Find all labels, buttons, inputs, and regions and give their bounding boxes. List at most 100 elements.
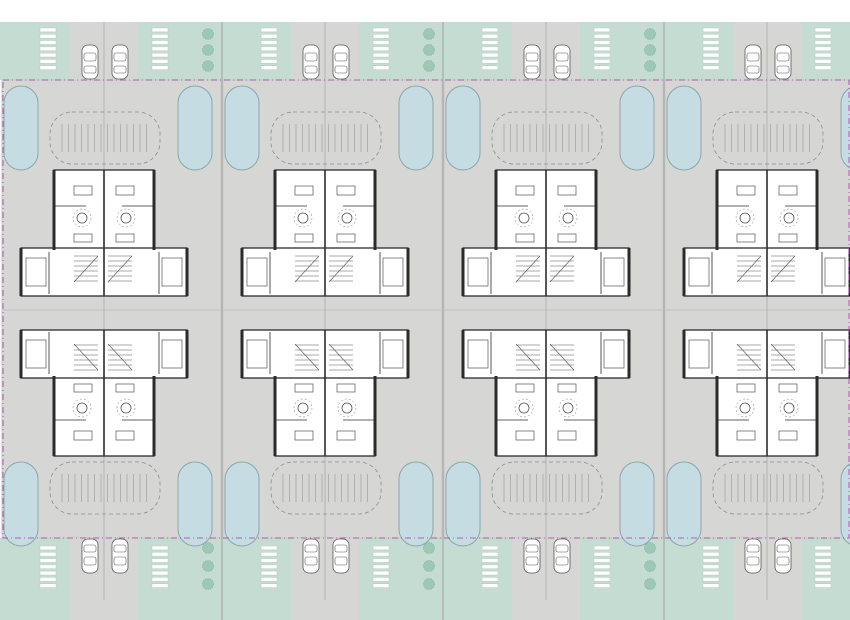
parking-top-left xyxy=(260,27,278,70)
car-body xyxy=(332,44,350,80)
staircase xyxy=(294,343,320,371)
parking-bottom-left xyxy=(481,545,499,588)
tree-icon xyxy=(423,560,435,572)
dining-chairs xyxy=(72,208,92,228)
parking-stripe xyxy=(372,583,390,588)
dining-table xyxy=(297,402,309,414)
parking-stripe xyxy=(372,545,390,551)
parking-stripe xyxy=(39,577,57,582)
sofa xyxy=(557,430,577,441)
pool-bottom xyxy=(177,461,213,547)
kitchen-counter xyxy=(294,233,314,243)
sofa xyxy=(294,185,314,196)
staircase xyxy=(736,343,762,371)
parking-stripe xyxy=(260,558,278,563)
parking-stripe xyxy=(702,46,720,51)
parking-stripe xyxy=(151,583,169,588)
parking-stripe xyxy=(260,65,278,70)
parking-stripe xyxy=(702,34,720,39)
parking-stripe xyxy=(372,558,390,563)
house-unit xyxy=(461,169,631,297)
kitchen-counter xyxy=(115,233,135,243)
parking-stripe xyxy=(260,40,278,45)
bed xyxy=(467,257,489,287)
dining-chairs xyxy=(779,398,799,418)
parking-stripe xyxy=(481,558,499,563)
parking-bottom-left xyxy=(260,545,278,588)
sofa xyxy=(73,185,93,196)
parking-stripe xyxy=(814,27,832,33)
parking-stripe xyxy=(260,46,278,51)
sofa xyxy=(294,430,314,441)
staircase xyxy=(770,255,796,283)
parking-stripe xyxy=(39,59,57,64)
site-overlay xyxy=(2,22,850,620)
sofa xyxy=(778,185,798,196)
car-icon xyxy=(111,44,129,80)
site-boundary xyxy=(2,79,850,539)
parking-stripe xyxy=(39,65,57,70)
parking-bottom-right xyxy=(593,545,611,588)
parking-stripe xyxy=(702,577,720,582)
car-rear-window xyxy=(304,65,318,74)
parking-stripe xyxy=(481,40,499,45)
stair-run xyxy=(294,343,320,371)
parking-stripe xyxy=(260,59,278,64)
stair-run xyxy=(73,343,99,371)
parking-bottom-right xyxy=(372,545,390,588)
parking-stripe xyxy=(151,46,169,51)
dining-chairs xyxy=(293,398,313,418)
sofa xyxy=(515,430,535,441)
car-rear-window xyxy=(83,65,97,74)
house-unit xyxy=(240,169,410,297)
car-rear-window xyxy=(304,544,318,553)
parking-stripe xyxy=(151,577,169,582)
parking-stripe xyxy=(39,558,57,563)
parking-top-right xyxy=(151,27,169,70)
terrace-outline xyxy=(49,111,161,165)
parking-stripe xyxy=(593,27,611,33)
parking-stripe xyxy=(481,46,499,51)
dining-chairs xyxy=(337,398,357,418)
parking-stripe xyxy=(39,583,57,588)
dining-chairs xyxy=(779,208,799,228)
stair-run xyxy=(770,255,796,283)
parking-top-right xyxy=(593,27,611,70)
parking-stripe xyxy=(151,52,169,58)
parking-stripe xyxy=(593,52,611,58)
dining-chairs xyxy=(735,208,755,228)
tree-icon xyxy=(644,560,656,572)
pool-top xyxy=(398,85,434,171)
parking-stripe xyxy=(814,570,832,576)
bed xyxy=(382,257,404,287)
sofa xyxy=(73,430,93,441)
car-body xyxy=(744,538,762,574)
parking-stripe xyxy=(372,27,390,33)
car-rear-window xyxy=(555,65,569,74)
parking-stripe xyxy=(593,545,611,551)
parking-stripe xyxy=(481,34,499,39)
parking-stripe xyxy=(593,558,611,563)
staircase xyxy=(107,255,133,283)
car-windshield xyxy=(83,52,97,62)
parking-stripe xyxy=(481,583,499,588)
parking-stripe xyxy=(372,34,390,39)
parking-stripe xyxy=(702,52,720,58)
parking-stripe xyxy=(39,46,57,51)
parking-stripe xyxy=(814,545,832,551)
car-windshield xyxy=(525,52,539,62)
pool-bottom-left xyxy=(224,461,260,547)
staircase xyxy=(294,255,320,283)
car-icon xyxy=(332,44,350,80)
parking-stripe xyxy=(151,65,169,70)
sofa xyxy=(115,185,135,196)
parking-stripe xyxy=(372,65,390,70)
terrace-hatch xyxy=(503,124,589,502)
pool-top-left xyxy=(666,85,702,171)
terrace-outline xyxy=(49,461,161,515)
parking-stripe xyxy=(814,59,832,64)
tree-icon xyxy=(423,28,435,40)
terrace-hatch xyxy=(282,124,368,502)
dining-table xyxy=(297,212,309,224)
parking-stripe xyxy=(151,34,169,39)
